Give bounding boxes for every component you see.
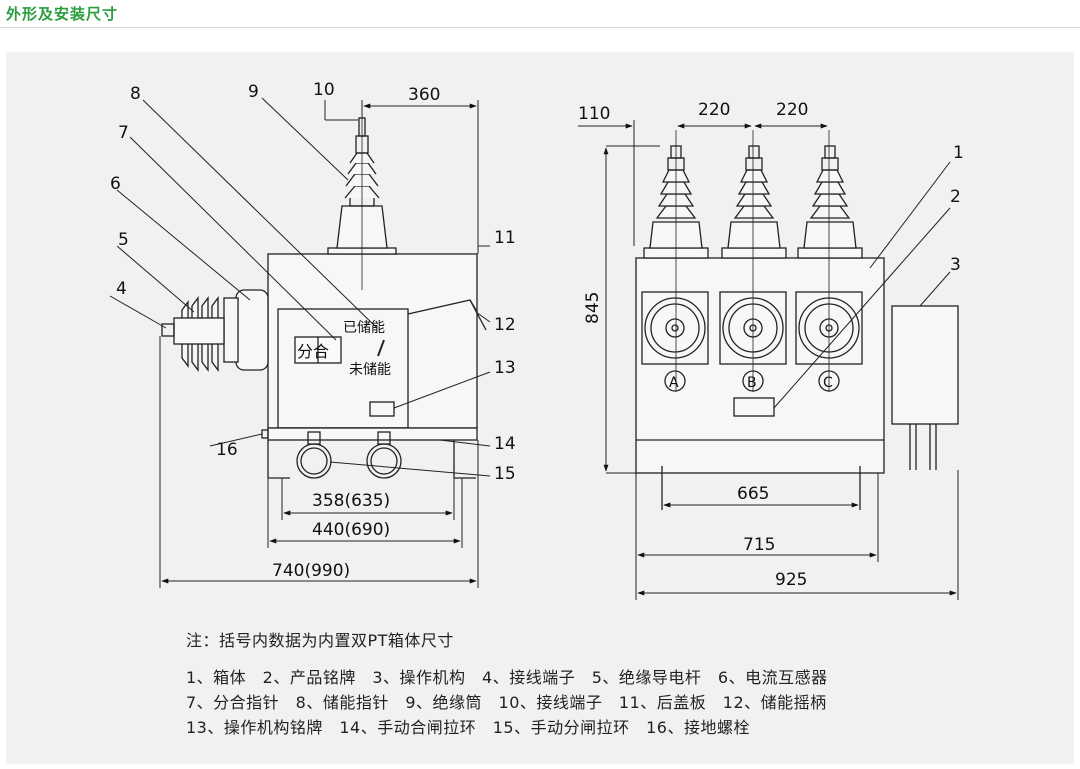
callout-6: 6: [110, 174, 121, 194]
callout-5: 5: [118, 230, 129, 250]
side-base: [267, 427, 478, 441]
charge-pointer: [377, 339, 385, 357]
header-title: 外形及安装尺寸: [6, 5, 119, 23]
uncharged-label: 未储能: [349, 362, 391, 378]
callout-13: 13: [494, 358, 516, 378]
phase-b-label: B: [747, 375, 757, 391]
dim-925: 925: [775, 570, 807, 590]
mechanism-nameplate: [369, 401, 395, 417]
callout-7: 7: [118, 123, 129, 143]
dim-220-right: 220: [776, 100, 808, 120]
header-divider: [0, 27, 1080, 28]
callout-2: 2: [950, 187, 961, 207]
front-main-box: [635, 257, 885, 474]
front-view: [635, 145, 959, 510]
callout-14: 14: [494, 434, 516, 454]
charged-label: 已储能: [343, 320, 385, 336]
operating-mechanism: [891, 305, 959, 425]
front-dimensions: [578, 123, 957, 596]
front-nameplate: [733, 397, 775, 417]
callout-1: 1: [953, 143, 964, 163]
dim-715: 715: [743, 535, 775, 555]
callout-16: 16: [216, 440, 238, 460]
current-transformer: [235, 289, 269, 371]
phase-c-label: C: [823, 375, 833, 391]
front-leaders: [606, 120, 959, 600]
callout-9: 9: [248, 82, 259, 102]
phase-window-a: [641, 291, 709, 365]
callout-3: 3: [950, 255, 961, 275]
dim-358: 358(635): [312, 491, 390, 511]
callout-4: 4: [116, 279, 127, 299]
callout-11: 11: [494, 228, 516, 248]
callout-15: 15: [494, 464, 516, 484]
dim-110: 110: [578, 104, 610, 124]
dim-440: 440(690): [312, 520, 390, 540]
manual-open-ring: [366, 443, 402, 479]
page-header: 外形及安装尺寸: [0, 0, 1080, 36]
callout-12: 12: [494, 315, 516, 335]
callout-8: 8: [130, 84, 141, 104]
notes-remark: 注：括号内数据为内置双PT箱体尺寸: [186, 631, 454, 650]
side-insulator-sheds: [173, 296, 225, 372]
dim-220-left: 220: [698, 100, 730, 120]
dim-360: 360: [408, 85, 440, 105]
callout-10: 10: [313, 80, 335, 100]
side-view: [161, 117, 487, 479]
side-labels: 8 7 6 5 4 9 10 11 12 13 14 15 16 360 358…: [110, 80, 516, 581]
legend-line-2: 7、分合指针 8、储能指针 9、绝缘筒 10、接线端子 11、后盖板 12、储能…: [186, 693, 827, 712]
legend-line-1: 1、箱体 2、产品铭牌 3、操作机构 4、接线端子 5、绝缘导电杆 6、电流互感…: [186, 668, 828, 687]
front-labels: 110 220 220 845 665 715 925 1 2 3 A B C: [578, 100, 964, 590]
notes-block: 注：括号内数据为内置双PT箱体尺寸 1、箱体 2、产品铭牌 3、操作机构 4、接…: [186, 628, 966, 740]
side-terminal: [161, 323, 175, 337]
technical-drawing: 8 7 6 5 4 9 10 11 12 13 14 15 16 360 358…: [109, 80, 964, 600]
side-dimensions: [161, 103, 477, 584]
legend-line-3: 13、操作机构铭牌 14、手动合闸拉环 15、手动分闸拉环 16、接地螺栓: [186, 718, 750, 737]
open-close-label: 分合: [297, 342, 329, 361]
side-leaders: [109, 97, 491, 588]
front-bushing-c: [797, 145, 863, 259]
front-bushing-b: [721, 145, 787, 259]
dim-845: 845: [583, 292, 603, 324]
dim-740: 740(990): [272, 561, 350, 581]
dim-665: 665: [737, 484, 769, 504]
phase-a-label: A: [669, 375, 679, 391]
manual-close-ring: [296, 443, 332, 479]
